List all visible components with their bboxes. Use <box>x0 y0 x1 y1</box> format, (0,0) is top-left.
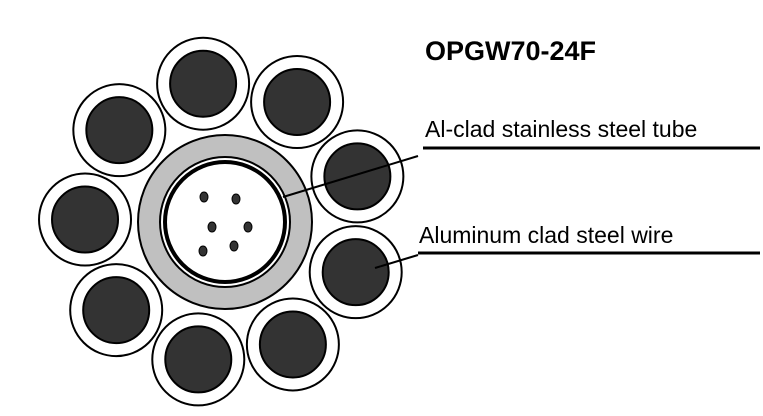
stainless-steel-tube <box>163 160 287 284</box>
steel-wire-core <box>321 238 390 307</box>
optical-fiber <box>229 240 239 252</box>
leader-line-wire <box>374 254 419 269</box>
steel-wire-core <box>169 49 238 118</box>
optical-fiber <box>199 191 209 203</box>
leader-line-tube <box>282 155 419 198</box>
steel-wire-core <box>51 185 120 254</box>
optical-fiber <box>207 221 217 233</box>
optical-fiber <box>231 193 241 205</box>
steel-wire-core <box>164 325 233 394</box>
steel-wire-core <box>85 96 154 165</box>
steel-wire-core <box>323 142 392 211</box>
optical-fiber <box>243 221 253 233</box>
steel-wire-core <box>258 310 327 379</box>
label-wire: Aluminum clad steel wire <box>419 222 674 248</box>
optical-fiber <box>198 245 208 257</box>
steel-wire-core <box>82 276 151 345</box>
label-tube: Al-clad stainless steel tube <box>425 116 698 142</box>
steel-wire-core <box>263 67 332 136</box>
diagram-title: OPGW70-24F <box>425 36 597 66</box>
